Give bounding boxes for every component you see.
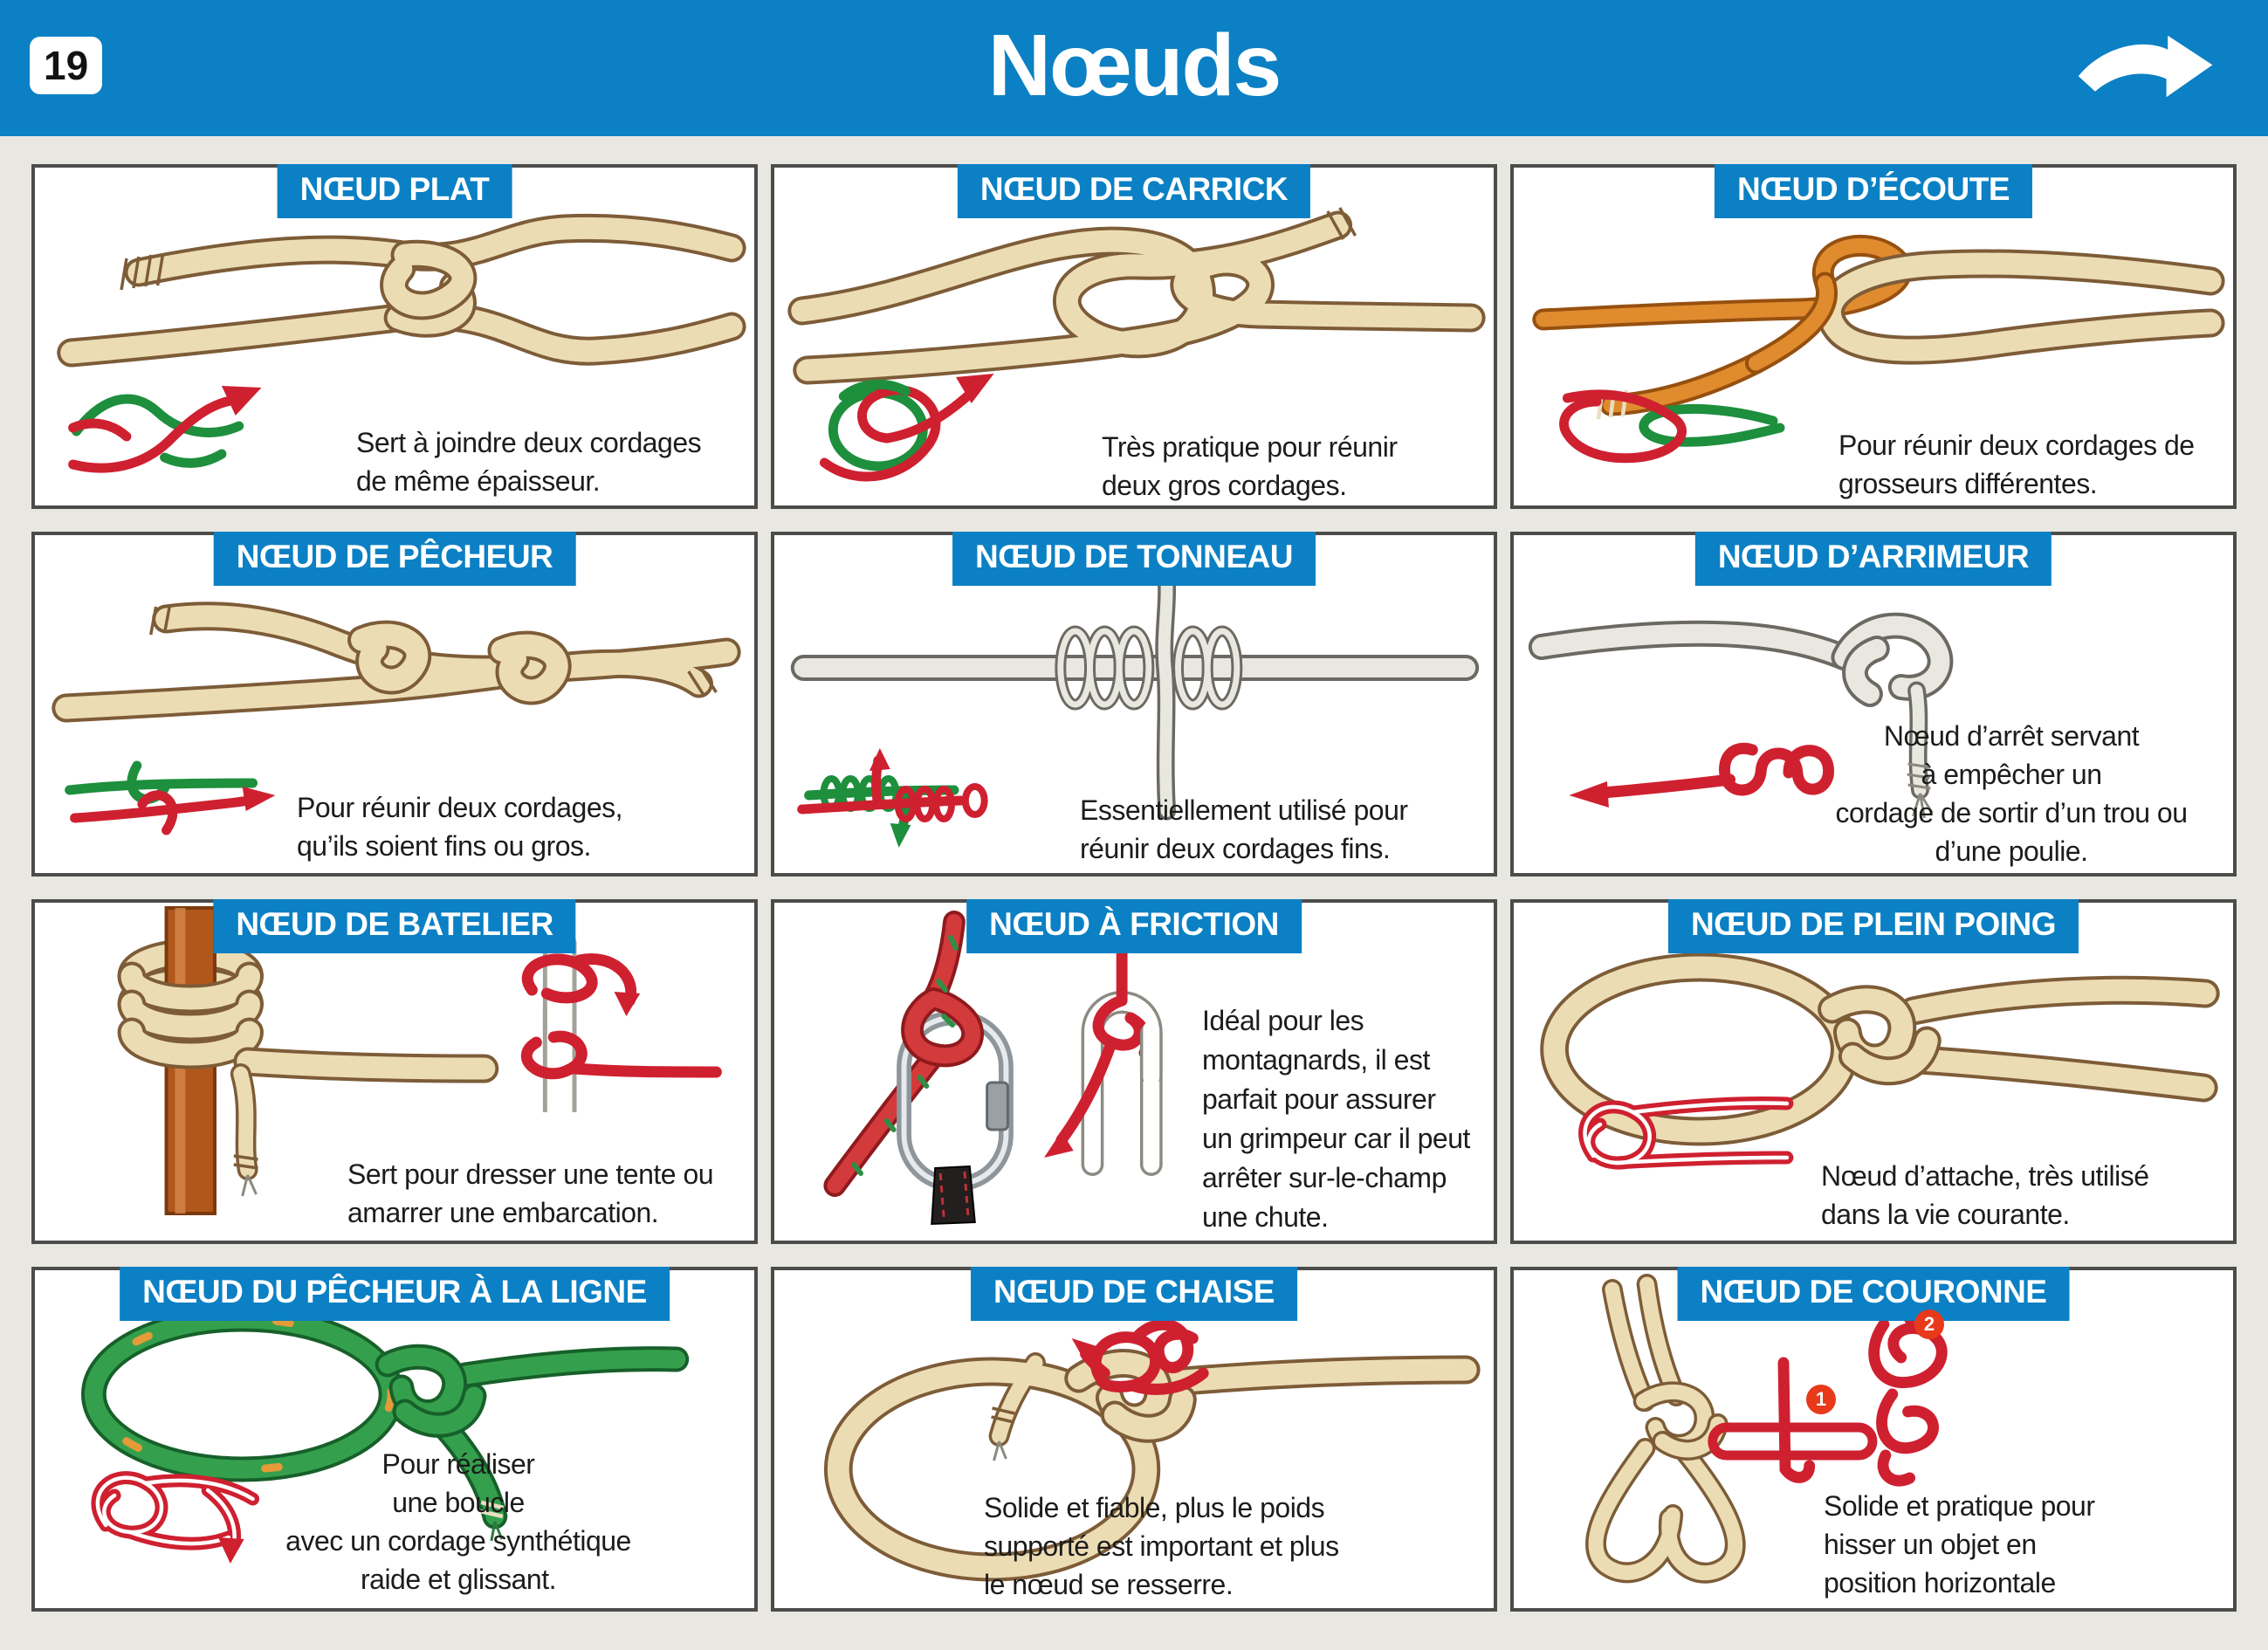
knot-card-noeud-plat: NŒUD PLAT [31, 164, 758, 509]
knot-card-carrick: NŒUD DE CARRICK [771, 164, 1497, 509]
card-description: Idéal pour les montagnards, il est parfa… [1202, 1005, 1470, 1233]
card-description: Essentiellement utilisé pour réunir deux… [1080, 794, 1408, 864]
page-title: Nœuds [987, 17, 1282, 114]
card-title: NŒUD DE TONNEAU [975, 539, 1293, 574]
page-header: 19 Nœuds [0, 0, 2268, 136]
carabiner-rope-drawing [823, 911, 1014, 1226]
knot-diagram-red-green [68, 386, 262, 473]
knot-diagram-red-pole [520, 932, 722, 1112]
fisherman-knot-illustration [52, 602, 741, 835]
bowline-illustration [823, 1318, 1481, 1582]
step-badge-1: 1 [1806, 1385, 1836, 1414]
card-description: Très pratique pour réunir deux gros cord… [1102, 431, 1398, 501]
knot-card-friction: NŒUD À FRICTION [771, 899, 1497, 1244]
rope-drawing [787, 207, 1486, 385]
card-title: NŒUD DE BATELIER [236, 906, 553, 942]
card-title-banner: NŒUD DU PÊCHEUR À LA LIGNE [120, 1267, 670, 1321]
knot-card-ecoute: NŒUD D’ÉCOUTE Pour réunir deux cordage [1510, 164, 2237, 509]
loop-knot-illustration [1540, 952, 2220, 1170]
knot-diagram-red [1569, 742, 1834, 808]
card-title: NŒUD DE PÊCHEUR [236, 539, 553, 574]
knot-diagram-red-green [65, 760, 276, 835]
step-badge-2: 2 [1914, 1310, 1944, 1339]
card-title: NŒUD À FRICTION [989, 906, 1279, 942]
clove-hitch-illustration [117, 906, 722, 1215]
card-description: Nœud d’arrêt servant à empêcher un corda… [1835, 720, 2188, 867]
knot-diagram-red-green [797, 748, 988, 848]
knot-card-batelier: NŒUD DE BATELIER [31, 899, 758, 1244]
card-description: Sert à joindre deux cordages de même épa… [356, 427, 702, 497]
card-title: NŒUD D’ARRIMEUR [1717, 539, 2030, 574]
knot-card-chaise: NŒUD DE CHAISE [771, 1267, 1497, 1612]
friction-hitch-illustration [823, 911, 1163, 1226]
rope-drawing [823, 1349, 1481, 1582]
carrick-bend-illustration [787, 207, 1486, 482]
rope-drawing [790, 557, 1480, 821]
card-description: Solide et fiable, plus le poids supporté… [984, 1492, 1339, 1600]
card-title-banner: NŒUD DE CARRICK [957, 164, 1311, 218]
card-title-banner: NŒUD D’ARRIMEUR [1694, 532, 2052, 586]
rope-drawing [1540, 952, 2220, 1146]
card-title-banner: NŒUD DE COURONNE [1677, 1267, 2070, 1321]
knot-card-tonneau: NŒUD DE TONNEAU [771, 532, 1497, 877]
knot-diagram-red [91, 1471, 260, 1564]
card-title-banner: NŒUD PLAT [277, 164, 512, 218]
knot-card-plein-poing: NŒUD DE PLEIN POING [1510, 899, 2237, 1244]
card-title-banner: NŒUD DE CHAISE [971, 1267, 1297, 1321]
card-title-banner: NŒUD DE TONNEAU [952, 532, 1316, 586]
knot-diagram-red-sling [1044, 928, 1163, 1176]
card-title-banner: NŒUD D’ÉCOUTE [1714, 164, 2033, 218]
page-number-badge: 19 [30, 37, 103, 94]
step1-diagram-red [1708, 1357, 1878, 1483]
card-title: NŒUD DU PÊCHEUR À LA LIGNE [142, 1274, 647, 1310]
knot-card-pecheur-ligne: NŒUD DU PÊCHEUR À LA LIGNE [31, 1267, 758, 1612]
knot-card-couronne: NŒUD DE COURONNE [1510, 1267, 2237, 1612]
barrel-knot-illustration [790, 557, 1480, 848]
card-description: Pour réaliser une boucle avec un cordage… [285, 1448, 631, 1595]
card-title-banner: NŒUD DE PÊCHEUR [213, 532, 576, 586]
card-title: NŒUD DE PLEIN POING [1690, 906, 2057, 942]
knot-diagram-red-green [819, 374, 994, 482]
card-title: NŒUD DE COURONNE [1700, 1274, 2047, 1310]
card-title: NŒUD DE CARRICK [979, 171, 1289, 207]
card-title-banner: NŒUD DE BATELIER [213, 899, 576, 953]
card-title: NŒUD PLAT [299, 171, 490, 207]
rope-drawing [1532, 234, 2225, 420]
rope-drawing [57, 213, 746, 368]
card-description: Pour réunir deux cordages de grosseurs d… [1838, 430, 2195, 499]
square-knot-illustration [57, 213, 746, 473]
curved-arrow-icon [2078, 35, 2213, 98]
rope-drawing [1528, 612, 1954, 819]
sheet-bend-illustration [1532, 234, 2225, 464]
knot-cards-grid: NŒUD PLAT [31, 164, 2237, 1612]
card-description: Nœud d’attache, très utilisé dans la vie… [1821, 1160, 2149, 1230]
coil [1055, 625, 1243, 711]
knot-card-arrimeur: NŒUD D’ARRIMEUR [1510, 532, 2237, 877]
card-title: NŒUD DE CHAISE [993, 1274, 1275, 1310]
card-description: Sert pour dresser une tente ou amarrer u… [347, 1158, 714, 1228]
knot-diagram-red [1071, 1318, 1209, 1395]
rope-drawing [52, 602, 741, 723]
rope-on-pole-drawing [117, 906, 499, 1215]
card-title: NŒUD D’ÉCOUTE [1736, 171, 2010, 207]
card-title-banner: NŒUD DE PLEIN POING [1667, 899, 2079, 953]
stopper-knot-illustration [1528, 612, 1954, 819]
knot-diagram-red [1578, 1097, 1794, 1170]
knot-card-pecheur: NŒUD DE PÊCHEUR [31, 532, 758, 877]
card-description: Pour réunir deux cordages, qu’ils soient… [297, 792, 623, 862]
knot-diagram-red-green [1559, 389, 1785, 464]
card-description: Solide et pratique pour hisser un objet … [1824, 1490, 2095, 1598]
card-title-banner: NŒUD À FRICTION [966, 899, 1302, 953]
